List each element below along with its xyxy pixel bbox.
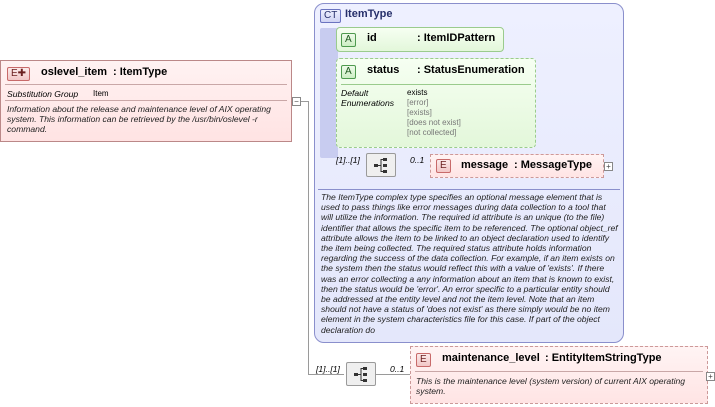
element-type: : ItemType — [113, 66, 168, 78]
default-value: exists — [407, 88, 428, 97]
enum-value: [error] — [407, 98, 429, 107]
message-multiplicity: 0..1 — [410, 155, 425, 165]
element-tag-icon: E — [416, 353, 431, 367]
sequence-icon[interactable] — [346, 362, 376, 386]
message-type: : MessageType — [514, 159, 593, 171]
maintenance-multiplicity: 0..1 — [390, 364, 405, 374]
element-tag-icon: E — [436, 159, 451, 173]
attribute-type: : ItemIDPattern — [417, 32, 496, 44]
complex-type-tag-icon: CT — [320, 9, 342, 23]
attribute-type: : StatusEnumeration — [417, 64, 525, 76]
substitution-label: Substitution Group — [7, 89, 79, 99]
id-attribute[interactable]: A id : ItemIDPattern — [336, 27, 504, 52]
connector-line — [308, 374, 344, 375]
expand-icon[interactable]: + — [604, 162, 613, 171]
attribute-tag-icon: A — [341, 33, 356, 47]
message-name: message — [461, 159, 509, 171]
enumerations-label: Enumerations — [341, 98, 395, 108]
element-tag-icon: E✚ — [7, 67, 31, 81]
connector-line — [375, 374, 411, 375]
message-element[interactable]: E message : MessageType — [430, 154, 604, 178]
maintenance-name: maintenance_level — [442, 352, 540, 364]
sequence-glyph-icon — [354, 367, 367, 382]
complex-type-name: ItemType — [345, 8, 393, 20]
attribute-tag-icon: A — [341, 65, 356, 79]
sequence-multiplicity: [1]..[1] — [316, 364, 340, 374]
enum-value: [does not exist] — [407, 118, 461, 127]
complex-type-description: The ItemType complex type specifies an o… — [321, 192, 618, 335]
maintenance-description: This is the maintenance level (system ve… — [416, 376, 686, 397]
oslevel-item-element[interactable]: E✚ oslevel_item : ItemType Substitution … — [0, 60, 292, 142]
expand-icon[interactable]: + — [706, 372, 715, 381]
attribute-name: status — [367, 64, 400, 76]
sequence-icon[interactable] — [366, 153, 396, 177]
attributes-group-bar — [320, 28, 338, 158]
default-label: Default — [341, 88, 369, 98]
connector-line — [308, 101, 309, 375]
enum-value: [not collected] — [407, 128, 457, 137]
status-attribute[interactable]: A status : StatusEnumeration Default Enu… — [336, 58, 536, 148]
element-name: oslevel_item — [41, 66, 108, 78]
maintenance-type: : EntityItemStringType — [545, 352, 662, 364]
substitution-value: Item — [93, 89, 109, 98]
element-description: Information about the release and mainte… — [7, 104, 271, 135]
sequence-multiplicity: [1]..[1] — [336, 155, 360, 165]
maintenance-level-element[interactable]: E maintenance_level : EntityItemStringTy… — [410, 346, 708, 404]
sequence-glyph-icon — [374, 158, 387, 173]
enum-value: [exists] — [407, 108, 432, 117]
attribute-name: id — [367, 32, 377, 44]
expand-icon[interactable]: − — [292, 97, 301, 106]
